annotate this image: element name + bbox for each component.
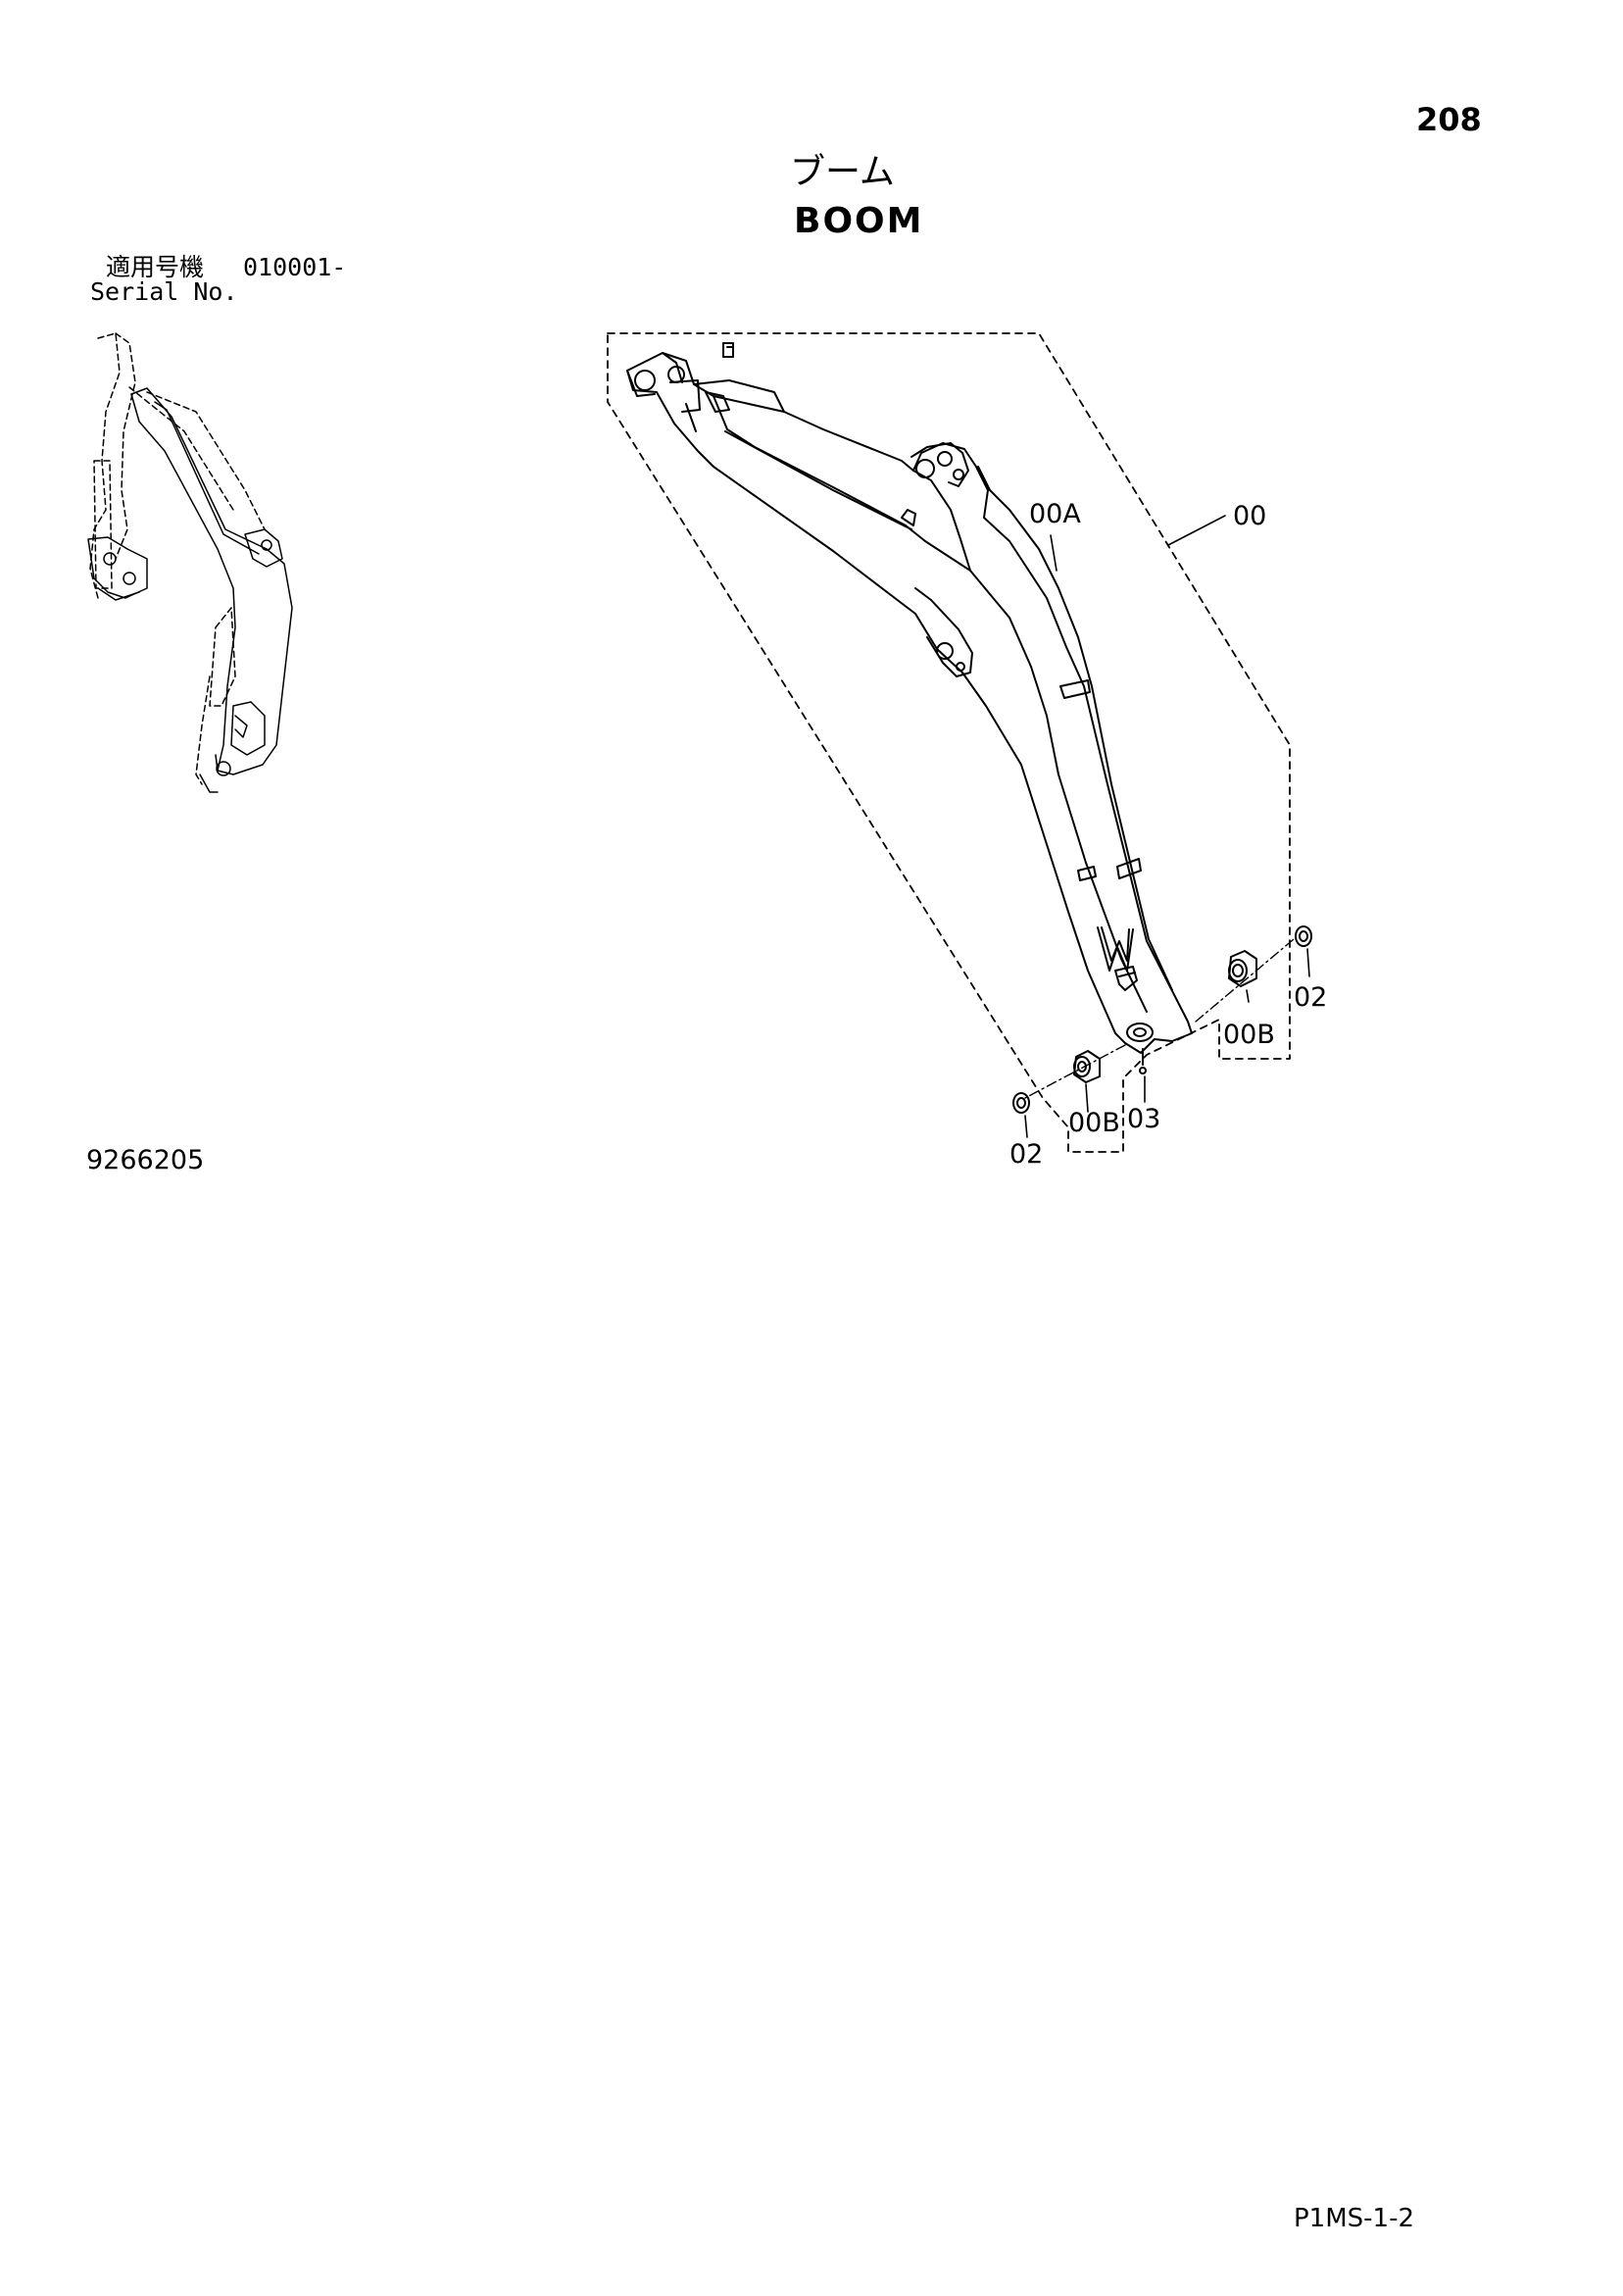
serial-label-english: Serial No. <box>90 277 238 306</box>
title-english: BOOM <box>794 201 924 241</box>
exploded-axis <box>1024 938 1295 1099</box>
title-japanese: ブーム <box>790 152 895 192</box>
drawing-number: 9266205 <box>86 1145 205 1175</box>
bushing-right <box>1228 950 1257 987</box>
seal-left <box>1012 1092 1030 1114</box>
boom-weldment <box>626 342 1193 1054</box>
page-number: 208 <box>1416 101 1482 138</box>
callout-00b-left: 00B <box>1068 1108 1120 1138</box>
serial-range: 010001- <box>243 253 347 281</box>
assembly-boundary <box>607 332 1291 1153</box>
serial-label-japanese: 適用号機 <box>106 253 205 281</box>
seal-right <box>1295 925 1312 947</box>
callout-02-right: 02 <box>1294 982 1327 1013</box>
machine-thumbnail <box>87 332 293 793</box>
callout-02-left: 02 <box>1009 1139 1043 1170</box>
callout-00a: 00A <box>1029 499 1081 529</box>
grease-fitting <box>1139 1048 1147 1074</box>
footer-code: P1MS-1-2 <box>1294 2204 1415 2233</box>
leader-lines <box>1024 515 1310 1138</box>
callout-00b-right: 00B <box>1223 1020 1275 1050</box>
callout-00: 00 <box>1233 501 1266 531</box>
callout-03: 03 <box>1127 1104 1160 1134</box>
bushing-left <box>1073 1050 1101 1083</box>
